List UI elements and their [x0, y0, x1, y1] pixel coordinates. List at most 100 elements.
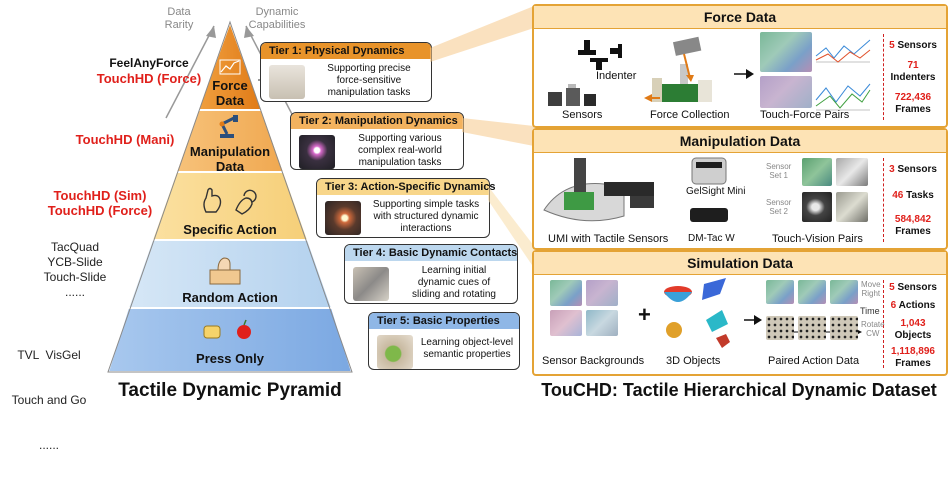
tier5-photo [377, 335, 413, 369]
gelsight-caption: GelSight Mini [686, 186, 746, 197]
pyramid-caption: Tactile Dynamic Pyramid [118, 380, 342, 401]
tier5-desc-line-2: semantic properties [423, 349, 511, 360]
axis-left-line-2: Rarity [164, 19, 194, 31]
sim-panel-graphics: + [638, 278, 862, 348]
force-panel-title: Force Data [534, 6, 946, 29]
dataset-touch-slide: Touch-Slide [43, 270, 107, 284]
paired-tile-2 [798, 280, 826, 304]
sensor-backgrounds-caption: Sensor Backgrounds [542, 355, 645, 367]
paired-tile-5 [798, 316, 826, 340]
paired-tile-3 [830, 280, 858, 304]
tier5-box: Tier 5: Basic Properties Learning object… [368, 312, 520, 370]
sim-panel-title: Simulation Data [534, 252, 946, 275]
plus-sign: + [638, 302, 651, 327]
level-random-line-1: Random Action [182, 290, 278, 305]
level-manipulation-line-1: Manipulation [189, 144, 271, 159]
force-stat-sensors-num: 5 [889, 40, 895, 51]
tier1-desc-line-3: manipulation tasks [327, 87, 411, 98]
force-chart-icon [219, 59, 241, 75]
tier1-desc: Supporting precise force-sensitive manip… [311, 63, 427, 99]
gelsight-mini-icon [691, 157, 727, 185]
bg-tile-1 [550, 280, 582, 306]
vision-image-m1 [836, 158, 868, 186]
sensor-set2-label: Sensor Set 2 [766, 198, 791, 216]
rotate-cw-line-1: Rotate [861, 320, 885, 329]
tier4-photo [353, 267, 389, 301]
indenter-caption: Indenter [596, 70, 637, 82]
tier3-title: Tier 3: Action-Specific Dynamics [317, 179, 496, 195]
force-stat-sensors: 5 Sensors [884, 40, 942, 52]
dataset-caption: TouCHD: Tactile Hierarchical Dynamic Dat… [541, 380, 937, 400]
tier2-photo [299, 135, 335, 169]
data-rarity-arrow [165, 25, 215, 119]
tier2-desc-line-2: complex real-world [358, 145, 442, 156]
mani-stat-frames-label: Frames [895, 226, 931, 237]
tier1-box: Tier 1: Physical Dynamics Supporting pre… [260, 42, 432, 102]
tier1-photo [269, 65, 305, 99]
bg-tile-2 [586, 280, 618, 306]
mani-stat-sensors-num: 3 [889, 164, 895, 175]
force-collection-rig [652, 36, 712, 102]
touch-image-1 [760, 32, 812, 72]
level-force-label: Force Data [190, 78, 270, 108]
tier4-desc-line-1: Learning initial [421, 265, 487, 276]
tier4-title: Tier 4: Basic Dynamic Contacts [345, 245, 517, 261]
level-random-label: Random Action [150, 290, 310, 305]
dataset-touchhd-force: TouchHD (Force) [96, 71, 202, 86]
sensor-set1-line-2: Set 1 [769, 171, 789, 180]
level-press-line-1: Press Only [196, 351, 264, 366]
tier5-title: Tier 5: Basic Properties [369, 313, 519, 329]
sim-stat-actions: 6 Actions [884, 300, 942, 312]
move-right-line-1: Move [861, 280, 881, 289]
sim-stat-sensors-label: Sensors [897, 282, 937, 293]
umi-gripper-icon [543, 158, 654, 222]
force-stat-indenters-num: 71 [907, 60, 919, 71]
datasets-specific: TouchHD (Sim) TouchHD (Force) [40, 188, 160, 218]
level-manipulation-line-2: Data [215, 159, 245, 174]
tier1-title: Tier 1: Physical Dynamics [261, 43, 431, 59]
pyramid-graphic [106, 19, 354, 373]
manipulation-data-panel: Manipulation Data UMI with Tactile Senso… [532, 128, 948, 250]
sensor-set2-line-2: Set 2 [769, 207, 789, 216]
indenter-icon [578, 40, 622, 70]
datasets-random: TacQuad YCB-Slide Touch-Slide ...... [30, 240, 120, 300]
force-stat-frames-label: Frames [895, 104, 931, 115]
bg-tile-3 [550, 310, 582, 336]
mani-stat-frames-num: 584,842 [894, 214, 932, 225]
axis-right-line-2: Capabilities [248, 19, 306, 31]
dataset-touchhd-sim: TouchHD (Sim) [53, 188, 147, 203]
sim-stat-actions-label: Actions [898, 300, 936, 311]
umi-caption: UMI with Tactile Sensors [548, 233, 669, 245]
sim-stat-objects-label: Objects [894, 330, 932, 341]
rotate-cw-label: Rotate CW [861, 320, 885, 338]
hand-on-box-icon [209, 257, 241, 285]
mani-stat-tasks: 46 Tasks [884, 190, 942, 202]
3d-objects-caption: 3D Objects [666, 355, 721, 367]
force-stat-indenters-label: Indenters [890, 72, 936, 83]
level-press-label: Press Only [140, 351, 320, 366]
force-plot-top [815, 39, 871, 63]
sim-stat-sensors-num: 5 [889, 282, 895, 293]
force-panel-graphics [548, 36, 871, 111]
bg-tile-4 [586, 310, 618, 336]
axis-right-line-1: Dynamic [255, 6, 299, 18]
force-stat-frames-num: 722,436 [894, 92, 932, 103]
robot-arm-icon [219, 115, 238, 138]
move-right-line-2: Right [861, 289, 881, 298]
gesture-hand-icons [203, 187, 257, 215]
touch-image-m2 [802, 192, 832, 222]
paired-tile-6 [830, 316, 858, 340]
force-stat-sensors-label: Sensors [897, 40, 937, 51]
sim-stat-sensors: 5 Sensors [884, 282, 942, 294]
sponge-and-apple-icon [203, 319, 251, 339]
tier4-desc-line-2: dynamic cues of [417, 277, 491, 288]
tier5-desc-line-1: Learning object-level [420, 337, 514, 348]
level-specific-line-1: Specific Action [183, 222, 277, 237]
tier4-box: Tier 4: Basic Dynamic Contacts Learning … [344, 244, 518, 304]
